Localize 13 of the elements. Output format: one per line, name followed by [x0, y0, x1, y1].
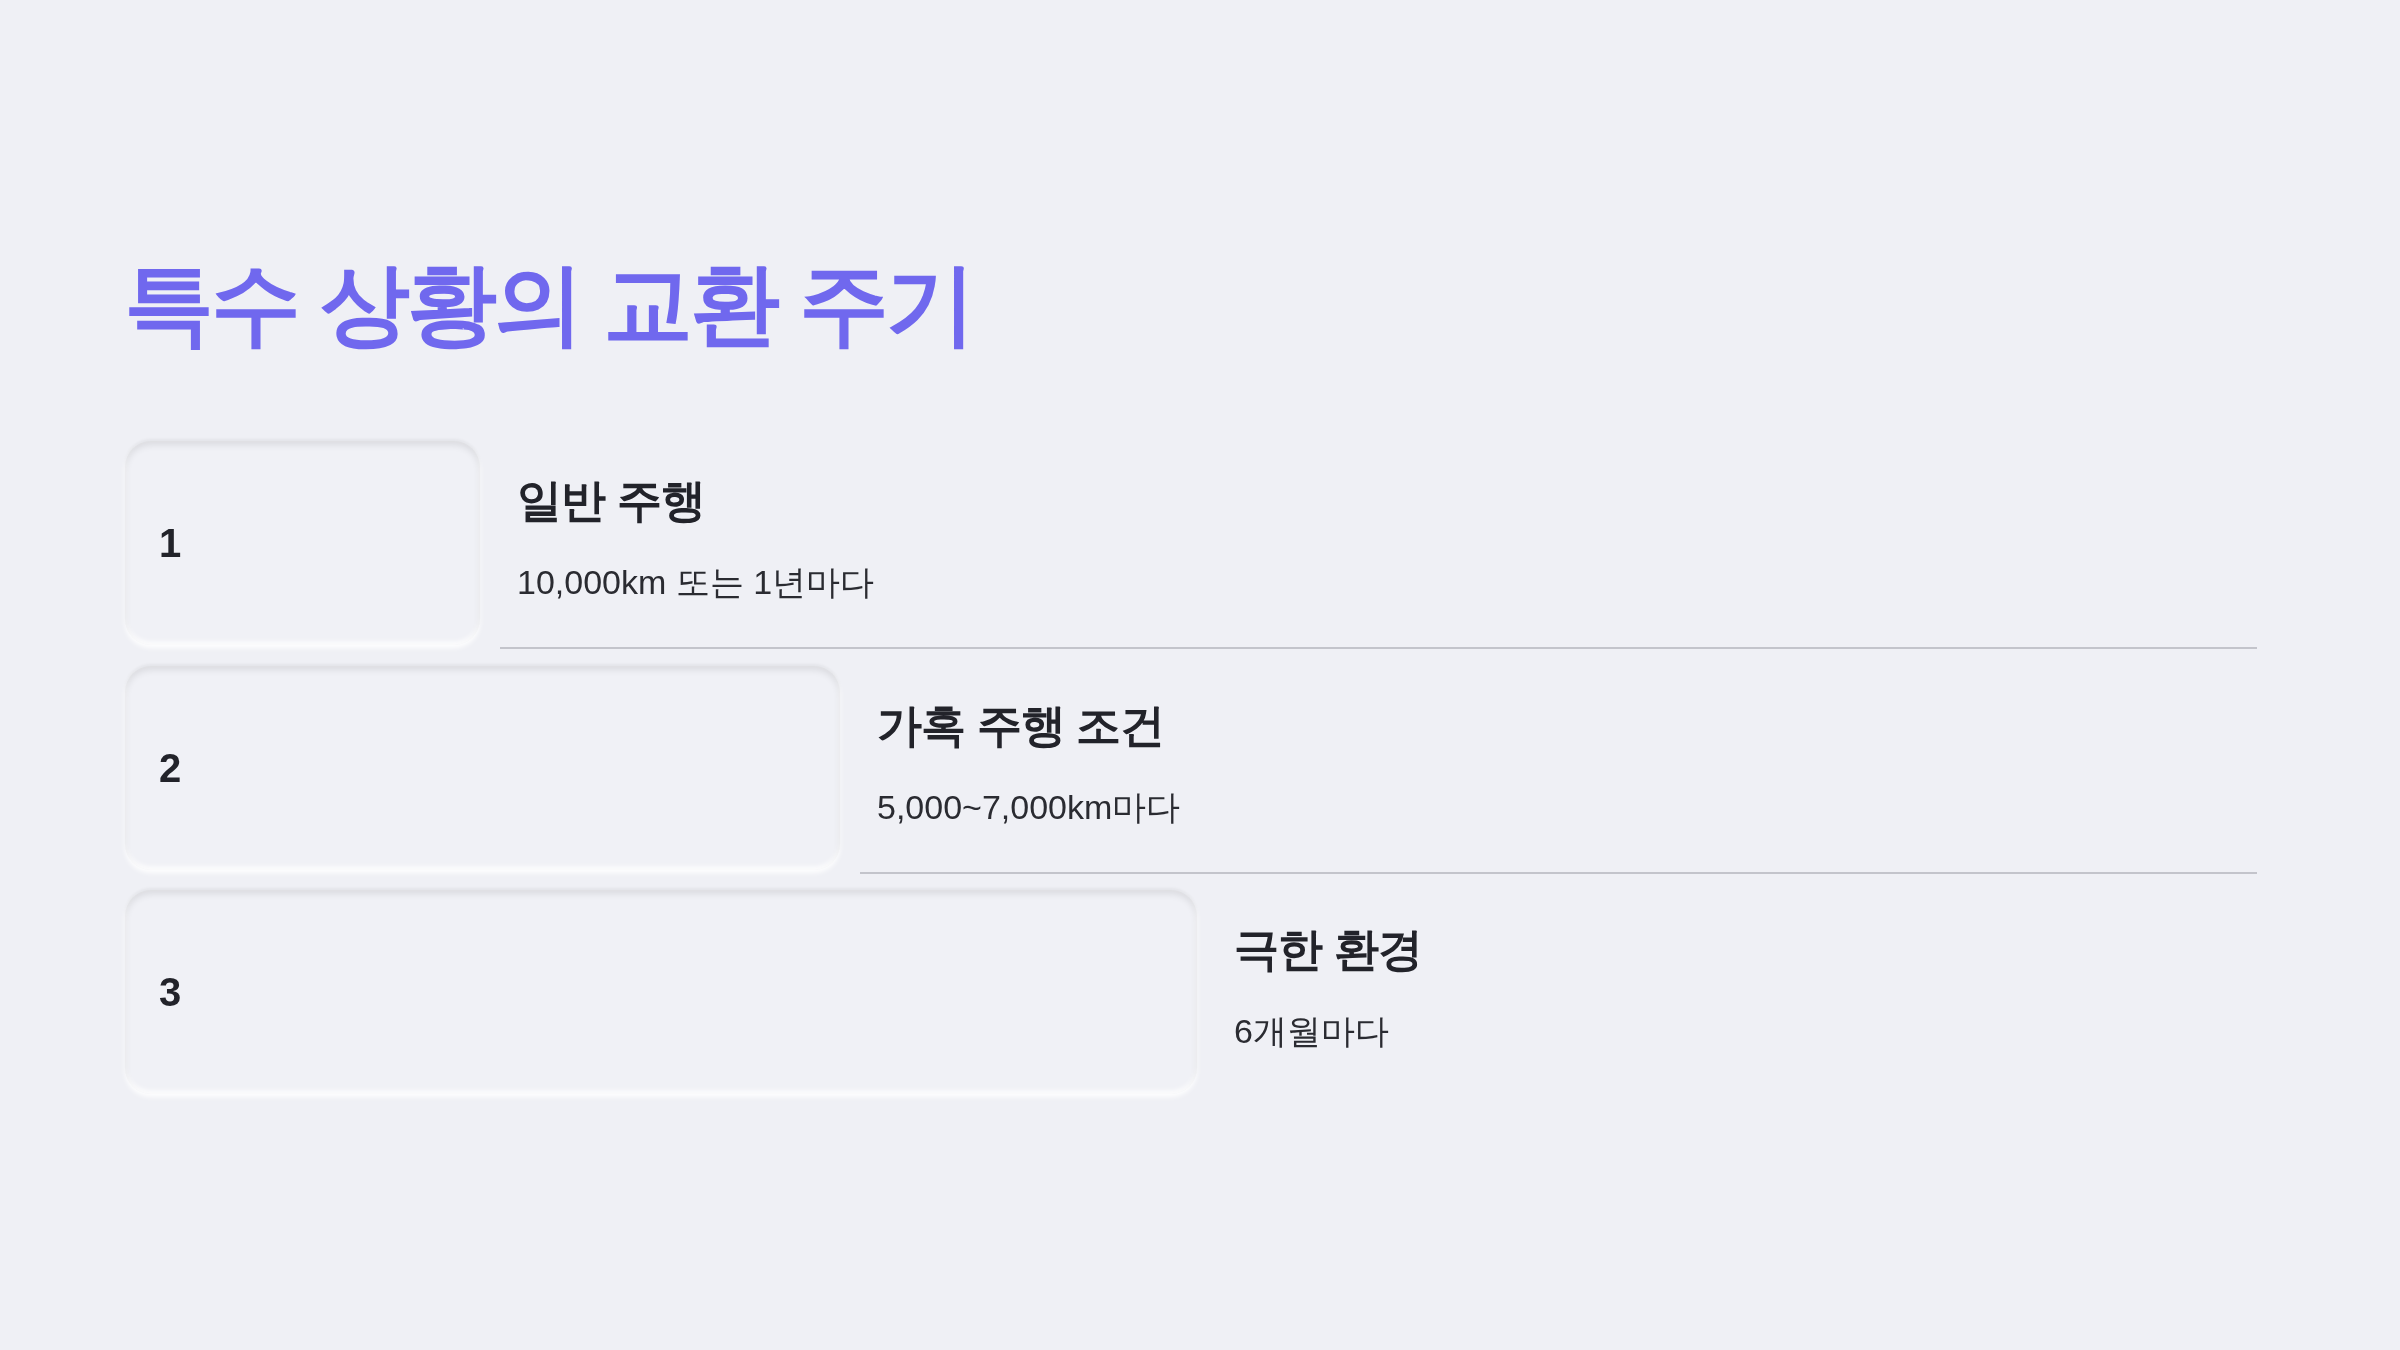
step-description: 6개월마다 — [1234, 1011, 1389, 1052]
step-heading: 가혹 주행 조건 — [877, 699, 1164, 753]
step-card — [125, 441, 480, 645]
step-number: 2 — [159, 746, 182, 790]
step-heading: 일반 주행 — [517, 474, 705, 528]
step-heading: 극한 환경 — [1234, 923, 1422, 977]
step-description: 10,000km 또는 1년마다 — [517, 562, 875, 603]
step-card — [125, 666, 840, 870]
step-description: 5,000~7,000km마다 — [877, 787, 1181, 828]
slide-title: 특수 상황의 교환 주기 — [124, 253, 973, 356]
step-card — [125, 890, 1197, 1094]
step-number: 1 — [159, 521, 182, 565]
step-number: 3 — [159, 970, 182, 1014]
